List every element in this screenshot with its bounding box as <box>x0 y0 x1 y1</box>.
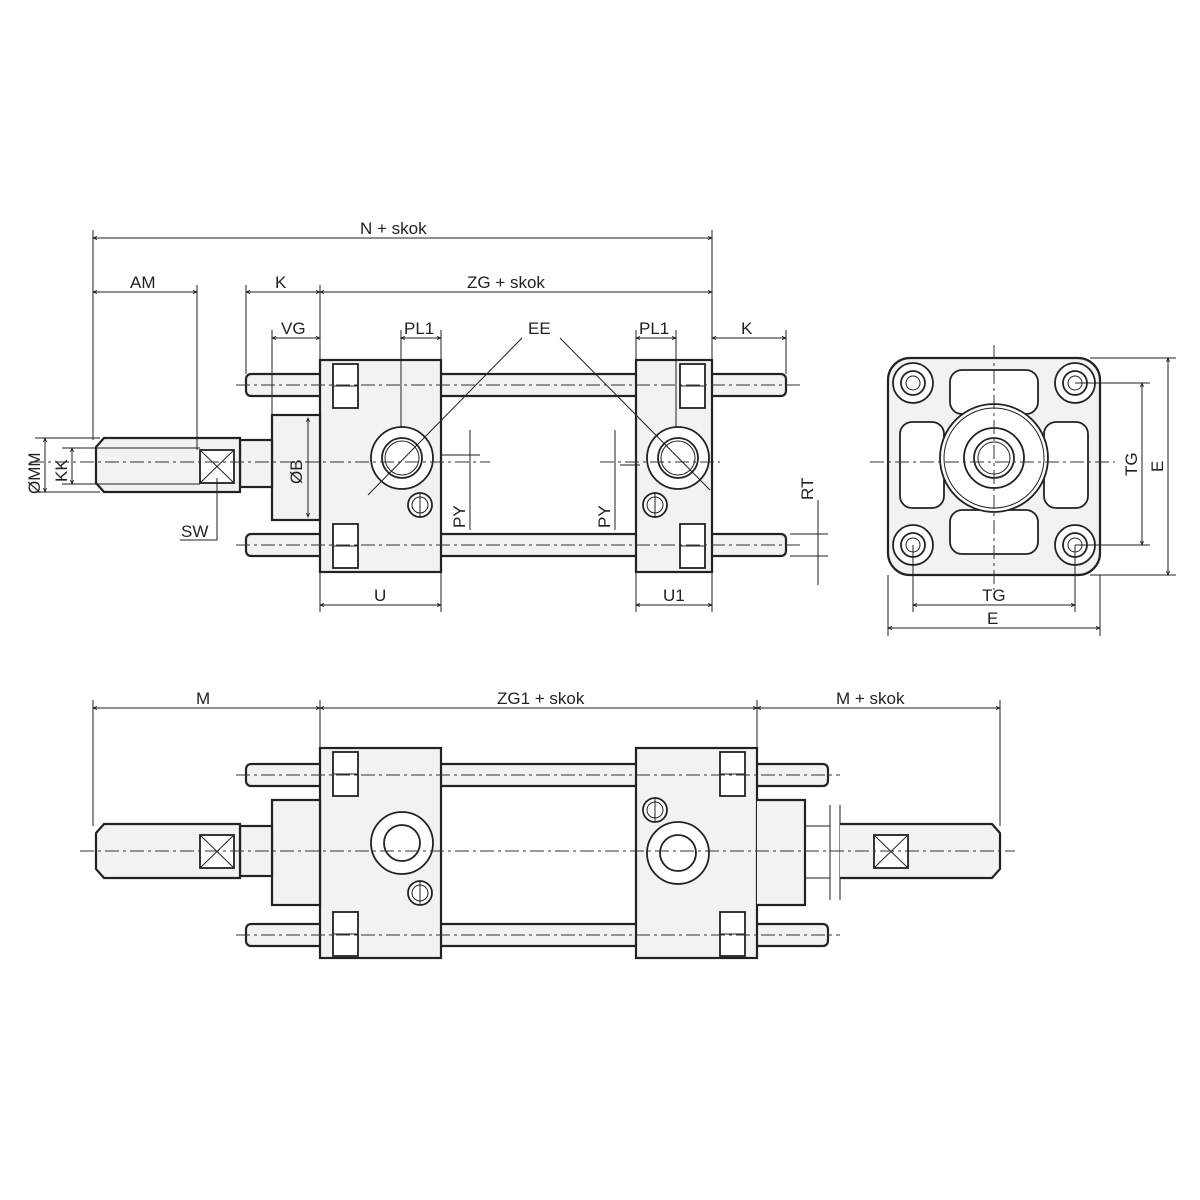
nuts <box>332 363 706 569</box>
dim-k-right: K <box>741 319 753 338</box>
dim-m: M <box>196 689 210 708</box>
port-left <box>370 426 434 490</box>
dim-am: AM <box>130 273 156 292</box>
plug-right <box>642 492 668 518</box>
dim-mm: ØMM <box>25 452 44 494</box>
gland-left <box>270 798 322 907</box>
dimension-labels: N + skok AM K ZG + skok VG PL1 EE PL1 K … <box>25 219 817 605</box>
dim-sw: SW <box>181 522 208 541</box>
bottom-dimensions: M ZG1 + skok M + skok <box>93 689 1000 826</box>
gland <box>270 413 322 522</box>
dim-zg-skok: ZG + skok <box>467 273 545 292</box>
nuts <box>332 751 746 957</box>
dim-b: ØB <box>287 459 306 484</box>
dim-ee: EE <box>528 319 551 338</box>
end-view: TG E TG E <box>870 345 1176 636</box>
dim-tg-v: TG <box>1122 452 1141 476</box>
dim-e-v: E <box>1148 461 1167 472</box>
plug-left <box>407 880 433 906</box>
top-view: N + skok AM K ZG + skok VG PL1 EE PL1 K … <box>25 219 828 612</box>
dim-m-skok: M + skok <box>836 689 905 708</box>
wrench-flat <box>199 449 235 484</box>
dim-n-skok: N + skok <box>360 219 427 238</box>
plug-right <box>642 797 668 823</box>
dim-zg1-skok: ZG1 + skok <box>497 689 585 708</box>
dim-kk: KK <box>52 459 71 482</box>
bottom-centerlines <box>80 774 1015 936</box>
dim-k-left: K <box>275 273 287 292</box>
end-centerlines <box>870 345 1115 590</box>
dim-e-h: E <box>987 609 998 628</box>
dim-pl1-right: PL1 <box>639 319 669 338</box>
wrench-flat-right <box>873 834 909 869</box>
dim-u: U <box>374 586 386 605</box>
centerlines <box>30 384 800 546</box>
port-right <box>646 821 710 885</box>
plug-left <box>407 492 433 518</box>
port-left <box>370 811 434 875</box>
tie-rod-nuts <box>892 362 1096 566</box>
dim-u1: U1 <box>663 586 685 605</box>
dim-rt: RT <box>798 478 817 500</box>
dim-py-left: PY <box>450 505 469 528</box>
dimension-lines <box>45 238 819 605</box>
rod-neck <box>238 438 274 489</box>
dim-tg-h: TG <box>982 586 1006 605</box>
bottom-view: M ZG1 + skok M + skok <box>80 689 1015 960</box>
dim-vg: VG <box>281 319 306 338</box>
dim-pl1-left: PL1 <box>404 319 434 338</box>
rod-right-break <box>805 805 841 900</box>
dim-py-right: PY <box>595 505 614 528</box>
gland-right <box>757 798 807 907</box>
end-dimensions: TG E TG E <box>888 358 1176 636</box>
